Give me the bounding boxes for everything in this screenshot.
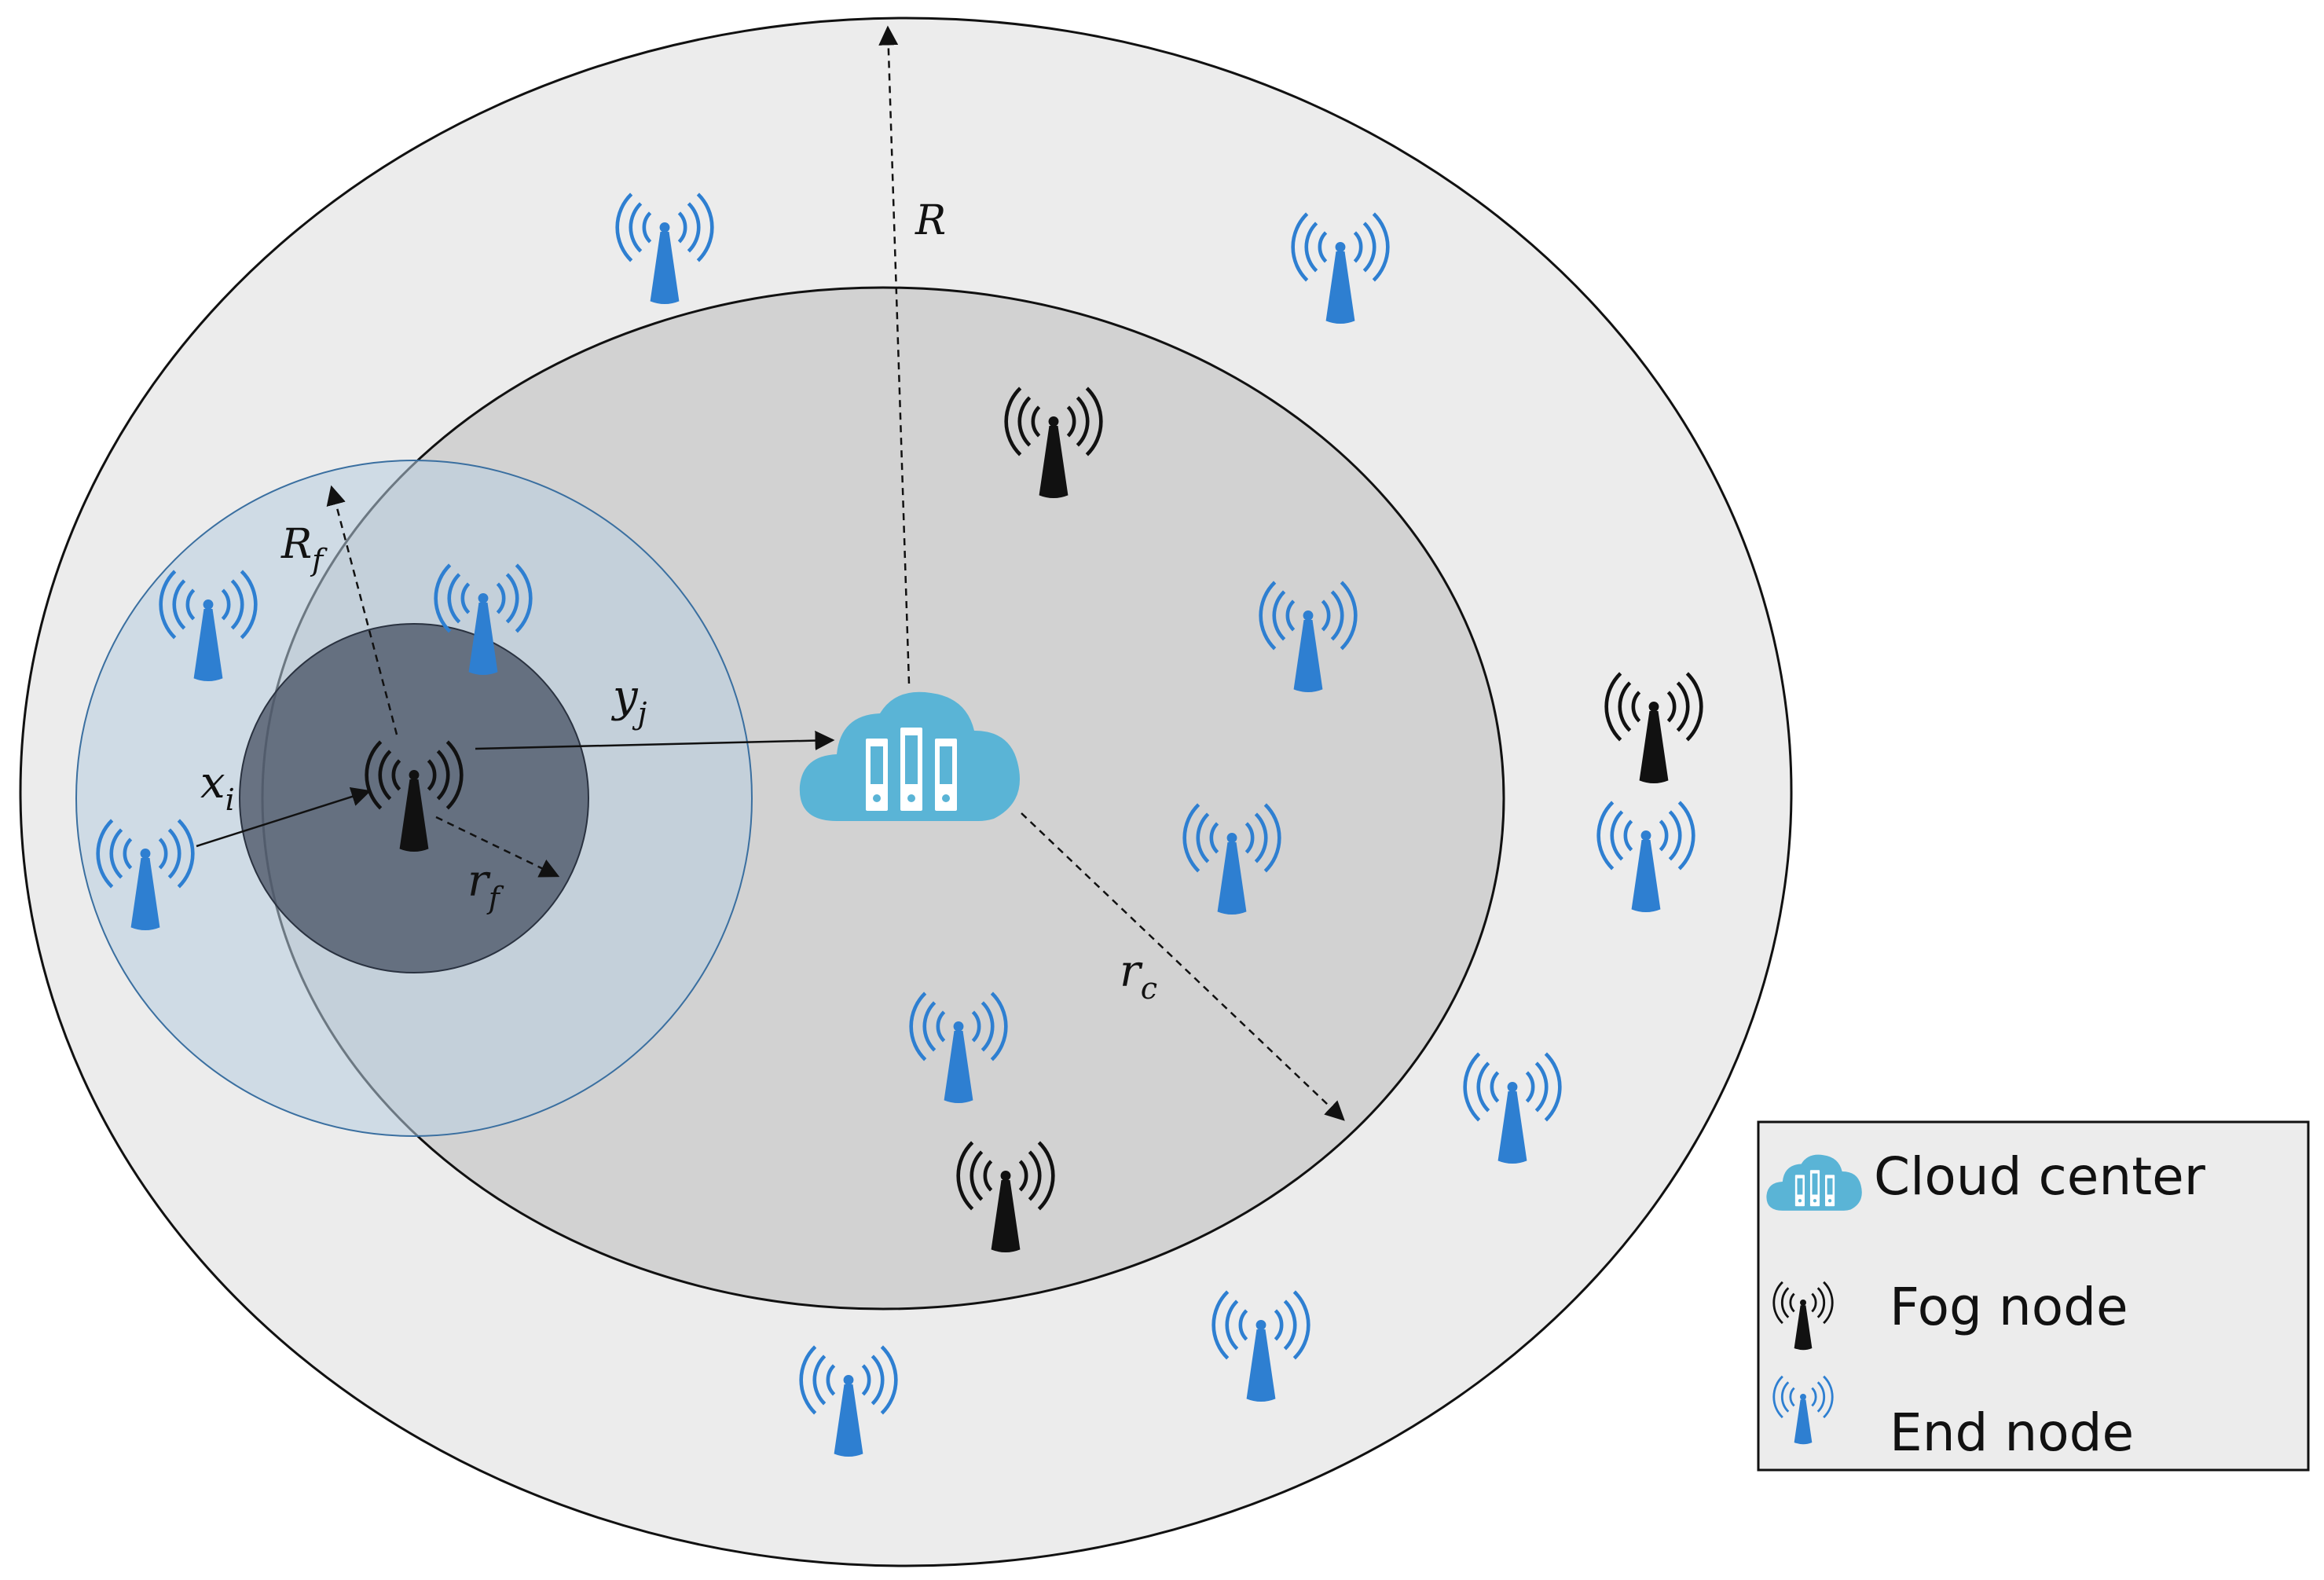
distance-yj-arrow (475, 731, 835, 751)
radius-R-arrow (878, 25, 911, 684)
radius-Rf-arrow (326, 485, 398, 735)
legend: Cloud center Fog node End node (1757, 1120, 2310, 1472)
radius-rc-arrow (1021, 812, 1345, 1121)
label-x-i: xi (200, 757, 235, 817)
distance-xi-arrow (196, 786, 372, 848)
legend-fog-label: Fog node (1890, 1277, 2128, 1337)
radius-rf-arrow (435, 816, 560, 878)
legend-cloud-label: Cloud center (1874, 1146, 2206, 1207)
label-R: R (915, 197, 946, 244)
label-r-f: rf (467, 856, 504, 915)
label-r-c: rc (1120, 946, 1157, 1006)
legend-end-label: End node (1890, 1402, 2134, 1463)
